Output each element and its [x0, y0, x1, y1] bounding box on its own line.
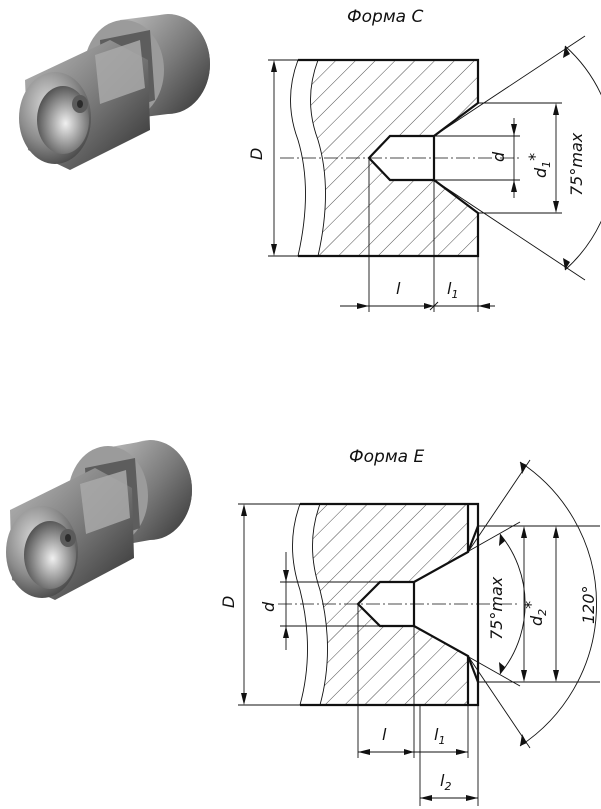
- form-c-angle: 75°max: [567, 132, 586, 196]
- form-e-section: Форма Е D d d2* 75°m: [219, 447, 600, 806]
- form-e-angle-75: 75°max: [487, 576, 506, 640]
- form-e-dim-l1: l1: [434, 725, 445, 747]
- form-e-angle-120: 120°: [579, 585, 598, 624]
- form-e-hatch: [312, 504, 468, 705]
- form-e-outline: [300, 502, 480, 707]
- form-c-section: Форма С D d d1*: [247, 7, 601, 312]
- form-e-dim-l: l: [382, 725, 387, 744]
- form-e-dim-D: D: [219, 596, 238, 608]
- form-e-dim-d: d: [259, 601, 278, 612]
- form-c-dim-l: l: [396, 279, 401, 298]
- form-c-3d-illustration: [19, 14, 210, 170]
- form-c-dim-D: D: [247, 148, 266, 160]
- form-c-dim-l1: l1: [447, 279, 458, 301]
- form-e-dim-d2: d2*: [521, 601, 549, 626]
- form-c-dim-d1: d1*: [525, 153, 553, 178]
- form-e-title: Форма Е: [349, 447, 424, 467]
- form-c-title: Форма С: [347, 7, 423, 27]
- form-e-dim-l2: l2: [440, 771, 451, 793]
- form-e-3d-illustration: [6, 440, 192, 600]
- form-c-dim-d: d: [489, 151, 508, 162]
- form-c-hatch: [310, 60, 478, 256]
